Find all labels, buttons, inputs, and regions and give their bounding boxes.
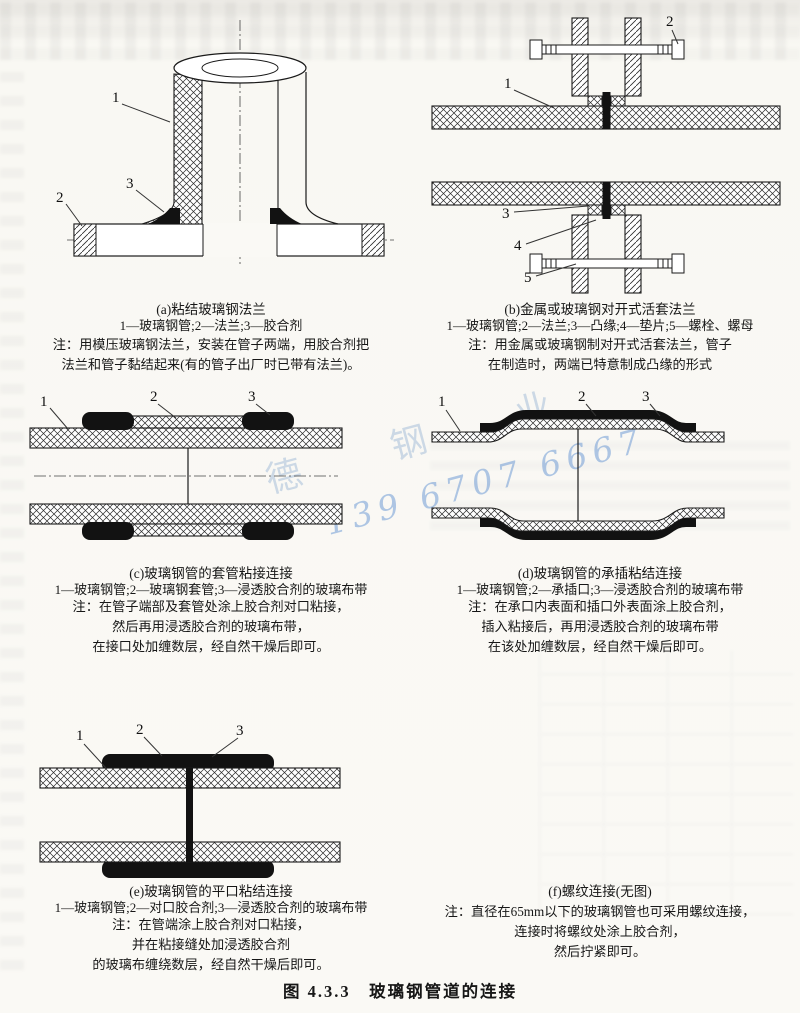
- caption-c: (c)玻璃钢管的套管粘接连接: [129, 566, 293, 581]
- part-label-1: 1: [112, 90, 120, 106]
- joint-adhesive: [186, 768, 193, 862]
- diagram-sleeve-joint: 1 2 3: [29, 389, 343, 540]
- part-label-3: 3: [236, 723, 244, 739]
- caption-a: (a)粘结玻璃钢法兰: [156, 302, 266, 317]
- note-f: 注：直径在65mm以下的玻璃钢管也可采用螺纹连接， 连接时将螺纹处涂上胶合剂， …: [444, 904, 756, 960]
- sleeve: [103, 415, 273, 537]
- gasket: [602, 92, 611, 219]
- diagram-split-loose-flange: 1 2 3 4 5: [431, 14, 781, 294]
- caption-b: (b)金属或玻璃钢对开式活套法兰: [504, 302, 696, 317]
- adhesive-layer: [148, 208, 302, 224]
- pipe-collars: [587, 95, 626, 216]
- caption-f: (f)螺纹连接(无图): [548, 884, 652, 899]
- part-label-1: 1: [438, 394, 446, 410]
- legend-a: 1—玻璃钢管;2—法兰;3—胶合剂: [119, 318, 303, 333]
- part-labels: [65, 103, 171, 227]
- bolt-top: [529, 39, 685, 60]
- note-a: 注：用模压玻璃钢法兰，安装在管子两端，用胶合剂把 法兰和管子黏结起来(有的管子出…: [52, 337, 370, 373]
- pipe-walls: [431, 418, 725, 532]
- part-labels: [445, 403, 661, 432]
- part-label-5: 5: [524, 270, 532, 286]
- caption-d: (d)玻璃钢管的承插粘结连接: [517, 566, 683, 581]
- pipe-body: [141, 52, 339, 225]
- part-label-2: 2: [56, 190, 64, 206]
- note-e: 注：在管端涂上胶合剂对口粘接， 并在粘接缝处加浸透胶合剂 的玻璃布缠绕数层，经自…: [92, 917, 330, 973]
- diagram-socket-joint: 1 2 3: [431, 389, 725, 540]
- part-label-2: 2: [578, 389, 586, 405]
- bolt-bottom: [529, 253, 685, 274]
- diagram-butt-joint: 1 2 3: [39, 722, 341, 878]
- caption-e: (e)玻璃钢管的平口粘结连接: [129, 884, 293, 899]
- note-b: 注：用金属或玻璃钢制对开式活套法兰，管子 在制造时，两端已特意制成凸缘的形式: [468, 337, 732, 373]
- note-c: 注：在管子端部及套管处涂上胶合剂对口粘接， 然后再用浸透胶合剂的玻璃布带， 在接…: [72, 599, 350, 655]
- pipe-wall-section: [141, 73, 203, 225]
- legend-b: 1—玻璃钢管;2—法兰;3—凸缘;4—垫片;5—螺栓、螺母: [446, 318, 754, 333]
- scan-bleedthrough-left-margin: [0, 60, 24, 970]
- part-label-2: 2: [136, 722, 144, 738]
- part-label-1: 1: [504, 76, 512, 92]
- part-label-3: 3: [642, 389, 650, 405]
- diagram-bonded-flange: 1 3 2: [56, 20, 394, 264]
- note-d: 注：在承口内表面和插口外表面涂上胶合剂， 插入粘接后，再用浸透胶合剂的玻璃布带 …: [468, 599, 732, 655]
- pipe-opening-inner: [201, 58, 279, 78]
- part-label-4: 4: [514, 238, 522, 254]
- glass-cloth-tape: [480, 410, 696, 540]
- part-label-3: 3: [248, 389, 256, 405]
- legend-e: 1—玻璃钢管;2—对口胶合剂;3—浸透胶合剂的玻璃布带: [54, 900, 368, 915]
- glass-cloth-tape: [82, 412, 294, 540]
- flange-plates: [571, 17, 642, 294]
- part-labels: [49, 403, 271, 430]
- part-label-1: 1: [76, 728, 84, 744]
- part-labels: [83, 736, 239, 769]
- legend-c: 1—玻璃钢管;2—玻璃钢套管;3—浸透胶合剂的玻璃布带: [54, 582, 368, 597]
- part-labels: [513, 29, 679, 277]
- figure-caption: 图 4.3.3 玻璃钢管道的连接: [282, 982, 518, 1001]
- legend-d: 1—玻璃钢管;2—承插口;3—浸透胶合剂的玻璃布带: [456, 582, 744, 597]
- part-label-3: 3: [502, 206, 510, 222]
- part-label-2: 2: [666, 14, 674, 30]
- part-label-3: 3: [126, 176, 134, 192]
- flange-plate: [73, 223, 385, 257]
- scan-bleedthrough-table: [539, 650, 794, 915]
- part-label-1: 1: [40, 394, 48, 410]
- part-label-2: 2: [150, 389, 158, 405]
